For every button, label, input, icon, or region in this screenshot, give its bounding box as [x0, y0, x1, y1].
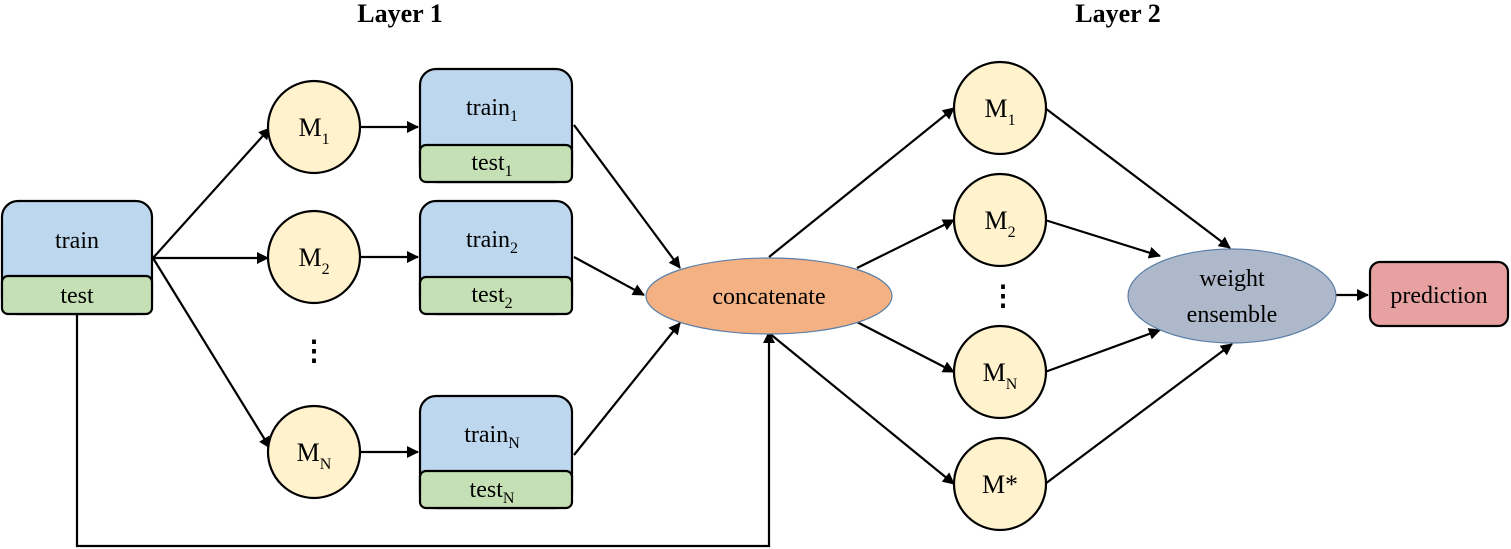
split-box-2: train2 test2 [418, 199, 574, 316]
layer2-model-2-label: M2 [984, 206, 1015, 241]
layer2-model-star: M* [952, 436, 1048, 532]
layer1-model-n: MN [266, 404, 362, 500]
layer2-model-n-label: MN [983, 358, 1018, 393]
weight-ensemble-node: weight ensemble [1127, 248, 1337, 344]
edge-split1-concat [573, 124, 681, 269]
input-data-box: train test [0, 199, 154, 316]
split-n-test-label: testN [470, 477, 515, 507]
split-n-train-label: trainN [464, 422, 520, 452]
edge-test-bypass [75, 314, 775, 548]
layer2-model-2: M2 [952, 172, 1048, 268]
layer1-model-2-label: M2 [298, 243, 329, 278]
layer2-model-n: MN [952, 324, 1048, 420]
split-1-test-label: test1 [471, 150, 512, 180]
edge-input-mn [152, 257, 271, 449]
layer1-title: Layer 1 [357, 0, 442, 28]
layer1-model-2: M2 [266, 209, 362, 305]
edge-l2mstar-ensemble [1044, 343, 1233, 485]
edge-concat-l2m2 [856, 219, 955, 269]
layer1-model-n-label: MN [297, 438, 332, 473]
layer2-ellipsis: ⋮ [989, 281, 1017, 312]
split-2-test-label: test2 [471, 282, 512, 312]
split-box-n: trainN testN [418, 394, 574, 510]
prediction-node: prediction [1368, 260, 1510, 328]
edge-concat-l2m1 [768, 107, 955, 258]
edges [75, 107, 1369, 548]
layer1-model-1: M1 [266, 79, 362, 175]
layer2-model-1: M1 [952, 60, 1048, 156]
layer2-model-1-label: M1 [984, 94, 1015, 129]
concatenate-label: concatenate [712, 284, 825, 310]
prediction-label: prediction [1390, 283, 1487, 309]
ensemble-label-line1: weight [1199, 266, 1265, 292]
split-box-1: train1 test1 [418, 67, 574, 184]
edge-l2mn-ensemble [1044, 328, 1161, 374]
concatenate-node: concatenate [645, 257, 893, 335]
ensemble-label-line2: ensemble [1187, 302, 1278, 328]
edge-splitn-concat [573, 322, 681, 456]
layer2-model-star-label: M* [982, 470, 1018, 499]
input-train-label: train [55, 228, 99, 254]
input-test-label: test [60, 283, 94, 309]
input-test-block [0, 274, 154, 316]
edge-input-m1 [152, 127, 271, 259]
edge-l2m1-ensemble [1044, 107, 1231, 249]
layer1-model-1-label: M1 [298, 113, 329, 148]
edge-concat-l2mn [856, 321, 955, 373]
split-1-train-label: train1 [466, 95, 518, 125]
edge-l2m2-ensemble [1044, 218, 1161, 259]
split-2-train-label: train2 [466, 227, 518, 257]
edge-concat-l2mstar [768, 332, 955, 485]
layer2-title: Layer 2 [1075, 0, 1160, 28]
edge-split2-concat [573, 256, 645, 296]
layer1-ellipsis: ⋮ [300, 336, 328, 367]
